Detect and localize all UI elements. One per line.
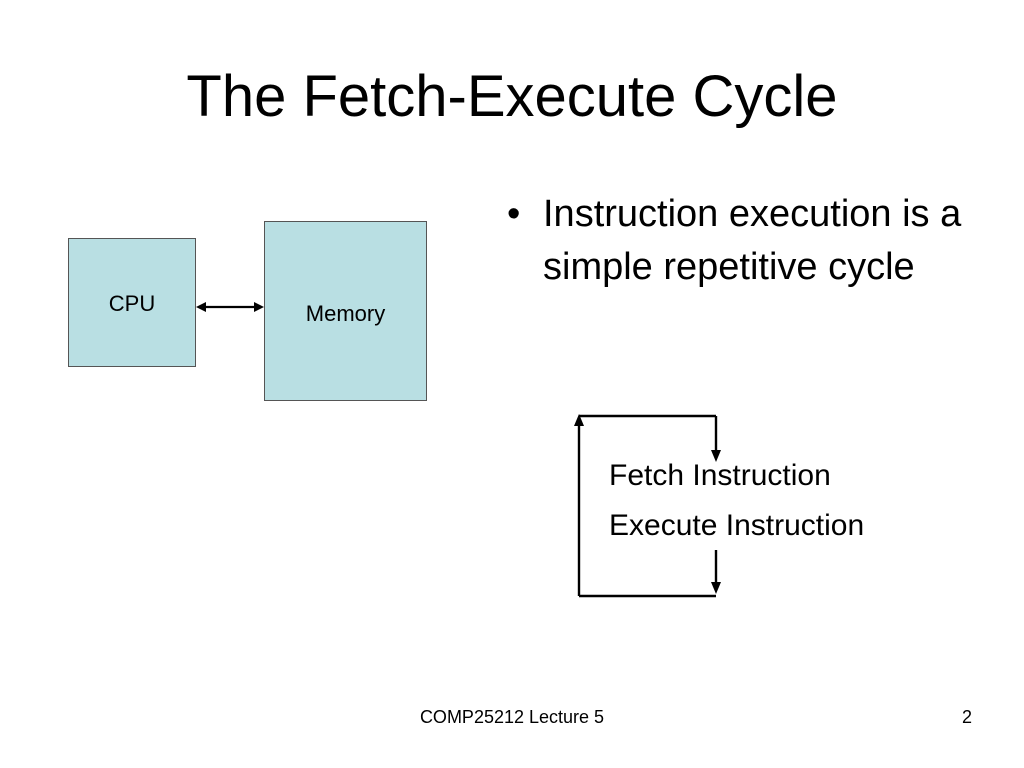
bullet-text: Instruction execution is a simple repeti… (543, 193, 962, 288)
page-number: 2 (961, 707, 972, 727)
bullet-item: • Instruction execution is a simple repe… (503, 188, 1003, 294)
slide-footer: COMP25212 Lecture 5 (419, 707, 605, 727)
slide-title: The Fetch-Execute Cycle (186, 64, 838, 129)
execute-instruction-step: Execute Instruction (609, 509, 865, 542)
memory-box: Memory (264, 221, 427, 401)
bullet-icon: • (507, 193, 521, 235)
cpu-box: CPU (68, 238, 196, 367)
cpu-label: CPU (108, 291, 156, 316)
bidirectional-arrow-icon (196, 302, 264, 312)
bullet-list: • Instruction execution is a simple repe… (503, 188, 1003, 294)
memory-label: Memory (305, 301, 386, 326)
fetch-instruction-step: Fetch Instruction (609, 459, 831, 492)
cycle-loop-arrows (574, 414, 721, 598)
